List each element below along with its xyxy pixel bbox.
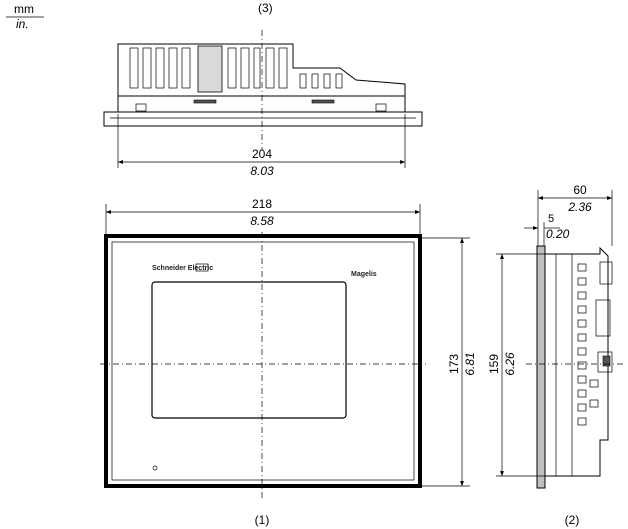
unit-in: in. xyxy=(16,17,29,31)
magelis-brand: Magelis xyxy=(351,271,377,278)
side-view: 60 2.36 5 0.20 xyxy=(487,183,626,527)
unit-mm: mm xyxy=(14,2,34,16)
front-view: 218 8.58 Schneider Electric Magelis 173 … xyxy=(100,197,477,527)
side-view-label: (2) xyxy=(565,513,580,527)
front-view-label: (1) xyxy=(255,513,270,527)
side-connectors xyxy=(577,261,613,426)
front-height-in: 6.81 xyxy=(463,352,477,375)
side-depth-mm: 60 xyxy=(573,183,587,197)
front-width-mm: 218 xyxy=(252,197,272,211)
side-bezel xyxy=(536,245,546,489)
top-view-label: (3) xyxy=(258,1,273,15)
schneider-logo: Schneider Electric xyxy=(152,265,213,272)
side-height-in: 6.26 xyxy=(503,352,517,376)
side-bezel-mm: 5 xyxy=(548,213,554,225)
side-height-mm: 159 xyxy=(487,354,501,374)
led-indicator xyxy=(152,465,158,471)
side-bezel-in: 0.20 xyxy=(546,227,570,241)
front-screen xyxy=(151,281,347,419)
front-height-mm: 173 xyxy=(447,354,461,374)
top-vents xyxy=(129,45,343,93)
top-view: (3) xyxy=(103,1,423,178)
units-legend: mm in. xyxy=(6,2,44,31)
front-width-in: 8.58 xyxy=(250,214,274,228)
top-width-mm: 204 xyxy=(252,147,272,161)
top-width-in: 8.03 xyxy=(250,164,274,178)
side-depth-in: 2.36 xyxy=(567,200,592,214)
